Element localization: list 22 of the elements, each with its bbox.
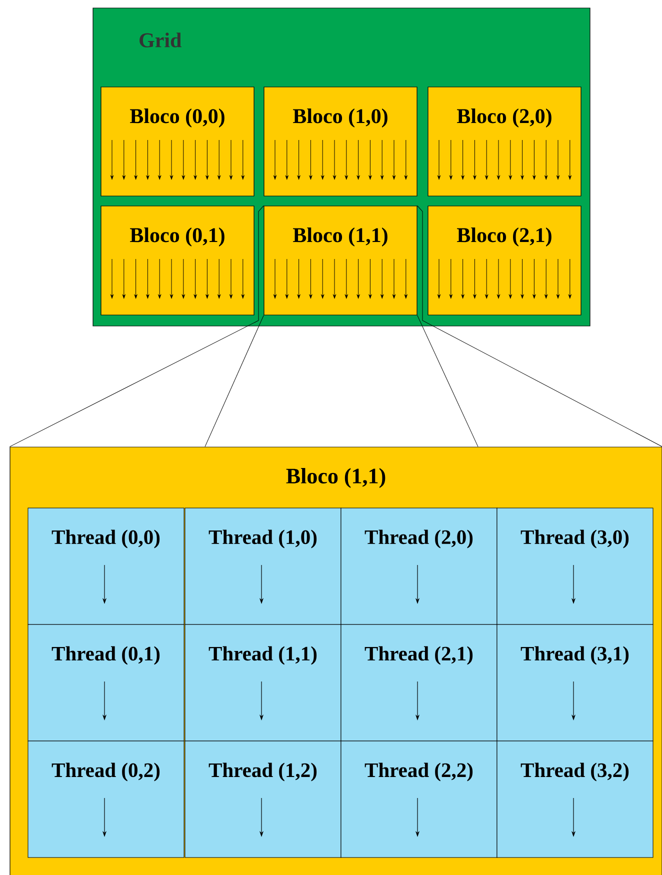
block-box: Bloco (1,0) [264, 86, 418, 196]
thread-cell: Thread (1,2) [184, 740, 342, 858]
zoom-line [417, 205, 662, 447]
block-box: Bloco (0,1) [100, 206, 254, 316]
thread-cell: Thread (2,1) [340, 624, 498, 742]
block-box: Bloco (0,0) [100, 86, 254, 196]
thread-cell: Thread (2,2) [340, 740, 498, 858]
thread-cell: Thread (0,0) [28, 508, 184, 625]
thread-cell: Thread (3,2) [496, 740, 654, 858]
thread-cell: Thread (1,1) [184, 624, 342, 742]
block-box: Bloco (2,0) [428, 86, 582, 196]
thread-cell: Thread (0,2) [28, 740, 184, 858]
thread-cell: Thread (2,0) [340, 508, 498, 625]
zoom-line [204, 315, 264, 447]
thread-cell: Thread (1,0) [184, 508, 342, 625]
thread-cell: Thread (0,1) [28, 624, 184, 742]
block-box: Bloco (2,1) [428, 206, 582, 316]
thread-cell: Thread (3,1) [496, 624, 654, 742]
zoom-line [9, 205, 264, 447]
block-box: Bloco (1,1) [264, 206, 418, 316]
thread-cell: Thread (3,0) [496, 508, 654, 625]
zoom-line [417, 315, 478, 447]
